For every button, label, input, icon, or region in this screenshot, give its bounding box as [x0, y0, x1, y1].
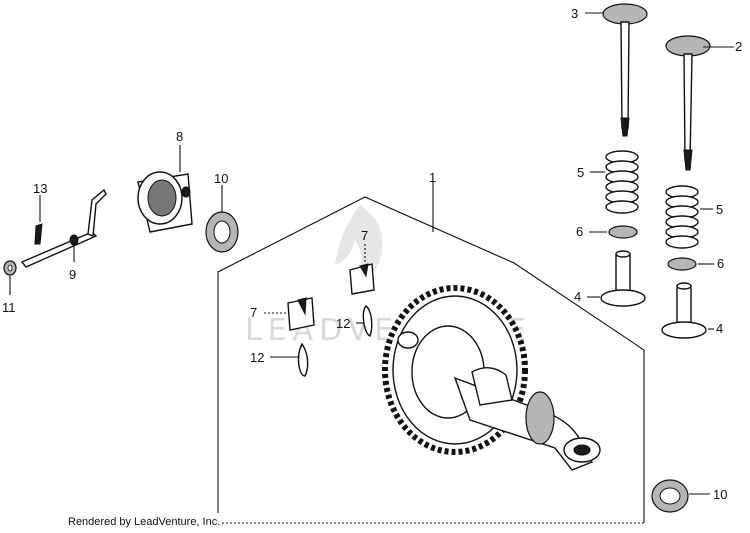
- leader-lines: [9, 12, 734, 495]
- callout-1: 1: [429, 170, 436, 185]
- washer-camshaft: [651, 479, 689, 513]
- callout-9: 9: [69, 267, 76, 282]
- callout-10-camshaft: 10: [713, 487, 727, 502]
- credit-backdrop: [66, 513, 221, 529]
- callout-6-intake: 6: [717, 256, 724, 271]
- callout-10-governor: 10: [214, 171, 228, 186]
- valve-exhaust: [602, 3, 648, 137]
- callout-5-intake: 5: [716, 202, 723, 217]
- flame-logo-icon: [335, 205, 383, 281]
- callout-7-upper: 7: [361, 228, 368, 243]
- governor-arm-shaft: [20, 188, 107, 268]
- camshaft: [453, 367, 601, 471]
- callout-3: 3: [571, 6, 578, 21]
- pin: [34, 223, 43, 245]
- valve-spring-exhaust: [605, 150, 639, 214]
- spring-retainer-exhaust: [608, 225, 638, 239]
- callout-11: 11: [2, 300, 16, 315]
- washer-governor: [205, 211, 239, 253]
- callout-labels: 1 2 3 4 4 5 5 6 6 7 7 8 9 10 10 11 12 12…: [2, 6, 742, 502]
- cotter-pin-lower: [297, 342, 309, 377]
- callout-7-lower: 7: [250, 305, 257, 320]
- callout-6-exhaust: 6: [576, 224, 583, 239]
- assembly-outline: [217, 196, 645, 523]
- governor-holder: [137, 171, 193, 233]
- callout-13: 13: [33, 181, 47, 196]
- callout-5-exhaust: 5: [577, 165, 584, 180]
- tappet-intake: [661, 282, 707, 339]
- decompressor-weight-upper: [349, 263, 375, 295]
- valve-intake: [665, 35, 711, 171]
- callout-12-upper: 12: [336, 316, 350, 331]
- decompressor-weight-lower: [287, 297, 315, 331]
- spring-retainer-intake: [667, 257, 697, 271]
- cotter-pin-upper: [362, 305, 373, 337]
- tappet-exhaust: [600, 250, 646, 307]
- callout-4-exhaust: 4: [574, 289, 581, 304]
- credit-text: Rendered by LeadVenture, Inc.: [68, 516, 220, 528]
- callout-12-lower: 12: [250, 350, 264, 365]
- callout-2: 2: [735, 39, 742, 54]
- washer-small: [3, 260, 17, 276]
- callout-8: 8: [176, 129, 183, 144]
- valve-spring-intake: [665, 185, 699, 249]
- callout-4-intake: 4: [716, 321, 723, 336]
